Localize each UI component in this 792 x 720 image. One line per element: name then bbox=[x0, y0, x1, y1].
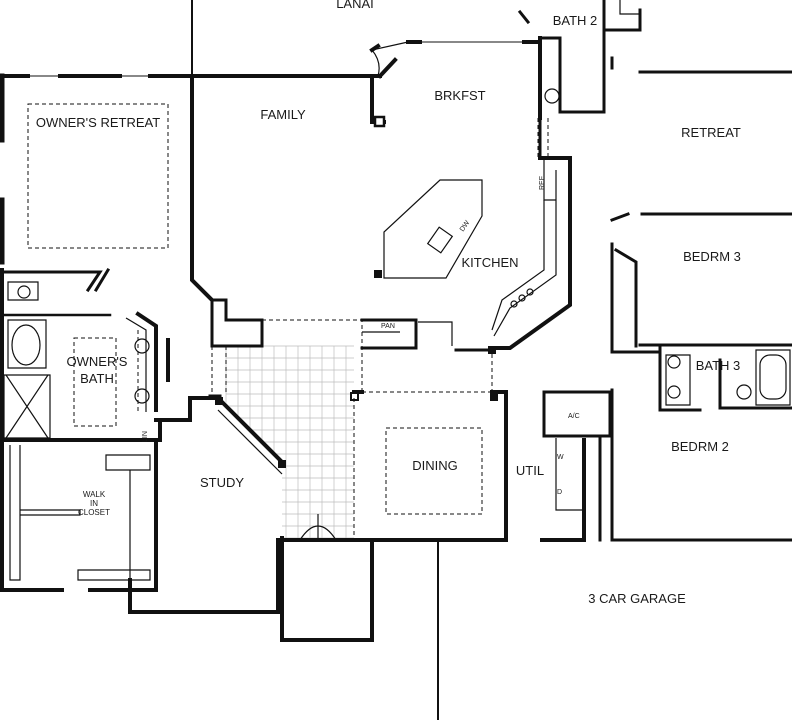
label-bedrm-2: BEDRM 2 bbox=[671, 439, 729, 454]
label-3-car-garage: 3 CAR GARAGE bbox=[588, 591, 686, 606]
label-walk-in-closet-line1: WALK bbox=[83, 490, 106, 499]
label-owners-retreat: OWNER'S RETREAT bbox=[36, 115, 160, 130]
label-walk-in-closet-line2: IN bbox=[90, 499, 98, 508]
dashed-outlines bbox=[27, 103, 549, 540]
fixtures bbox=[11, 88, 787, 404]
label-dw: DW bbox=[459, 219, 472, 233]
label-walk-in-closet-line3: CLOSET bbox=[78, 508, 110, 517]
foyer-tile-grid bbox=[220, 345, 354, 540]
room-labels: LANAI BATH 2 FAMILY BRKFST RETREAT OWNER… bbox=[36, 0, 741, 606]
label-study: STUDY bbox=[200, 475, 244, 490]
label-lanai: LANAI bbox=[336, 0, 374, 11]
label-retreat: RETREAT bbox=[681, 125, 741, 140]
label-pan: PAN bbox=[381, 323, 395, 330]
label-bath-3: BATH 3 bbox=[696, 358, 741, 373]
label-owners-bath-line1: OWNER'S bbox=[67, 354, 128, 369]
label-kitchen: KITCHEN bbox=[461, 255, 518, 270]
label-bedrm-3: BEDRM 3 bbox=[683, 249, 741, 264]
label-dryer: D bbox=[557, 489, 562, 496]
tile-mask bbox=[220, 396, 282, 540]
label-dining: DINING bbox=[412, 458, 458, 473]
label-lin: LIN bbox=[142, 431, 149, 442]
label-brkfst: BRKFST bbox=[434, 88, 485, 103]
label-ref: REF bbox=[539, 176, 546, 190]
label-bath-2: BATH 2 bbox=[553, 13, 598, 28]
label-owners-bath-line2: BATH bbox=[80, 371, 114, 386]
fixture-labels: REF DW PAN A/C W D LIN bbox=[142, 176, 580, 496]
label-util: UTIL bbox=[516, 463, 544, 478]
label-ac: A/C bbox=[568, 413, 580, 420]
label-family: FAMILY bbox=[260, 107, 306, 122]
label-washer: W bbox=[557, 454, 564, 461]
